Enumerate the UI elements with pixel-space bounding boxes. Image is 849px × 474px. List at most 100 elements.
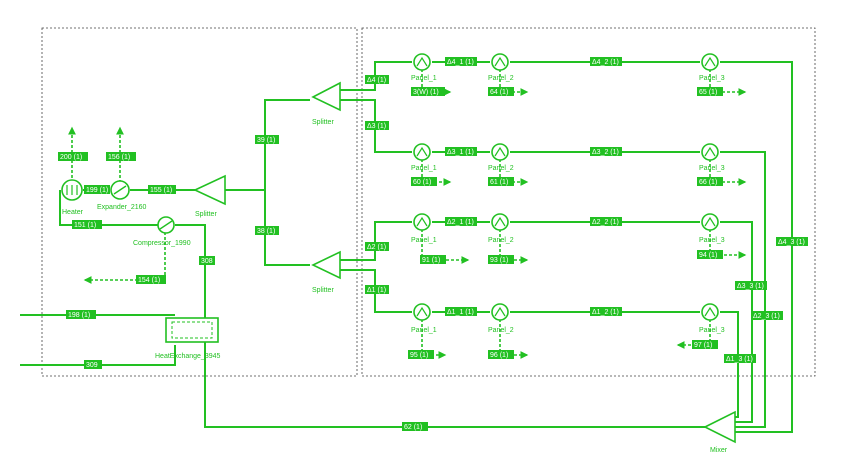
heat-label-3b[interactable]: 61 (1) <box>488 177 514 186</box>
stream-label-d1[interactable]: Δ1 (1) <box>365 285 389 294</box>
svg-text:91 (1): 91 (1) <box>422 257 440 264</box>
svg-text:96 (1): 96 (1) <box>490 352 508 359</box>
svg-text:156 (1): 156 (1) <box>108 154 130 161</box>
stream-label-309[interactable]: 309 <box>84 360 102 369</box>
svg-text:Δ3 (1): Δ3 (1) <box>367 123 386 130</box>
panel-3-3-label: Panel_3 <box>699 165 725 172</box>
stream-label-d2-2[interactable]: Δ2_2 (1) <box>590 217 622 226</box>
heat-label-3a[interactable]: 60 (1) <box>411 177 437 186</box>
compressor-icon[interactable] <box>157 216 175 234</box>
stream-label-d2-3[interactable]: Δ2_3 (1) <box>751 311 783 320</box>
panel-1-1-icon[interactable] <box>413 303 431 321</box>
svg-text:64 (1): 64 (1) <box>490 89 508 96</box>
stream-label-d3-1[interactable]: Δ3_1 (1) <box>445 147 477 156</box>
svg-text:Δ2_3 (1): Δ2_3 (1) <box>753 313 780 320</box>
panel-4-2-icon[interactable] <box>491 53 509 71</box>
svg-text:Δ3_1 (1): Δ3_1 (1) <box>447 149 474 156</box>
heat-label-1b[interactable]: 96 (1) <box>488 350 514 359</box>
heat-label-1a[interactable]: 95 (1) <box>408 350 434 359</box>
heat-label-2c[interactable]: 94 (1) <box>697 250 723 259</box>
stream-label-154[interactable]: 154 (1) <box>136 275 166 284</box>
svg-text:97 (1): 97 (1) <box>694 342 712 349</box>
splitter-upper-label: Splitter <box>312 119 334 126</box>
svg-text:Δ2_2 (1): Δ2_2 (1) <box>592 219 619 226</box>
svg-text:Δ1_1 (1): Δ1_1 (1) <box>447 309 474 316</box>
panel-1-1-label: Panel_1 <box>411 327 437 334</box>
stream-label-156[interactable]: 156 (1) <box>106 152 136 161</box>
right-pipes <box>340 61 793 433</box>
stream-label-200[interactable]: 200 (1) <box>58 152 88 161</box>
svg-text:154 (1): 154 (1) <box>138 277 160 284</box>
heat-label-4b[interactable]: 64 (1) <box>488 87 514 96</box>
stream-label-199[interactable]: 199 (1) <box>84 185 110 194</box>
splitter-main-icon[interactable] <box>193 174 226 206</box>
panel-3-3-icon[interactable] <box>701 143 719 161</box>
panel-3-1-icon[interactable] <box>413 143 431 161</box>
stream-label-d3-3[interactable]: Δ3_3 (1) <box>735 281 767 290</box>
panel-2-2-icon[interactable] <box>491 213 509 231</box>
splitter-lower-label: Splitter <box>312 287 334 294</box>
stream-label-d4[interactable]: Δ4 (1) <box>365 75 389 84</box>
panel-4-1-icon[interactable] <box>413 53 431 71</box>
svg-text:Δ4_3 (1): Δ4_3 (1) <box>778 239 805 246</box>
heater-icon[interactable] <box>61 179 83 201</box>
svg-text:Δ4_1 (1): Δ4_1 (1) <box>447 59 474 66</box>
svg-text:3(W) (1): 3(W) (1) <box>413 89 439 96</box>
splitter-lower-icon[interactable] <box>311 250 341 280</box>
mixer-icon[interactable] <box>703 410 736 444</box>
svg-text:66 (1): 66 (1) <box>699 179 717 186</box>
splitter-upper-icon[interactable] <box>311 81 341 112</box>
stream-label-155[interactable]: 155 (1) <box>148 185 176 194</box>
panel-3-2-label: Panel_2 <box>488 165 514 172</box>
stream-label-d4-3[interactable]: Δ4_3 (1) <box>776 237 808 246</box>
panel-3-2-icon[interactable] <box>491 143 509 161</box>
svg-text:Δ1_2 (1): Δ1_2 (1) <box>592 309 619 316</box>
svg-text:Δ2_1 (1): Δ2_1 (1) <box>447 219 474 226</box>
expander-icon[interactable] <box>110 180 130 200</box>
stream-label-d2-1[interactable]: Δ2_1 (1) <box>445 217 477 226</box>
stream-label-d4-1[interactable]: Δ4_1 (1) <box>445 57 477 66</box>
stream-label-198[interactable]: 198 (1) <box>66 310 96 319</box>
panel-2-1-label: Panel_1 <box>411 237 437 244</box>
svg-text:Δ1 (1): Δ1 (1) <box>367 287 386 294</box>
panel-4-3-icon[interactable] <box>701 53 719 71</box>
stream-label-d1-1[interactable]: Δ1_1 (1) <box>445 307 477 316</box>
svg-text:60 (1): 60 (1) <box>413 179 431 186</box>
stream-label-d3[interactable]: Δ3 (1) <box>365 121 389 130</box>
stream-label-39[interactable]: 39 (1) <box>255 135 279 144</box>
stream-label-d2[interactable]: Δ2 (1) <box>365 242 389 251</box>
heat-label-2a[interactable]: 91 (1) <box>420 255 446 264</box>
splitter-main-label: Splitter <box>195 211 217 218</box>
stream-label-d4-2[interactable]: Δ4_2 (1) <box>590 57 622 66</box>
stream-label-d1-3[interactable]: Δ1_3 (1) <box>724 354 756 363</box>
stream-label-62[interactable]: 62 (1) <box>402 422 428 431</box>
stream-label-d1-2[interactable]: Δ1_2 (1) <box>590 307 622 316</box>
mixer-label: Mixer <box>710 447 728 454</box>
heat-label-3c[interactable]: 66 (1) <box>697 177 723 186</box>
panel-2-3-icon[interactable] <box>701 213 719 231</box>
stream-label-308[interactable]: 308 <box>199 256 215 265</box>
heat-label-4a[interactable]: 3(W) (1) <box>411 87 445 96</box>
svg-text:61 (1): 61 (1) <box>490 179 508 186</box>
svg-text:93 (1): 93 (1) <box>490 257 508 264</box>
panel-1-3-icon[interactable] <box>701 303 719 321</box>
svg-text:Δ3_3 (1): Δ3_3 (1) <box>737 283 764 290</box>
panel-2-1-icon[interactable] <box>413 213 431 231</box>
panel-1-3-label: Panel_3 <box>699 327 725 334</box>
panel-1-2-icon[interactable] <box>491 303 509 321</box>
right-section-box <box>361 27 816 377</box>
heat-label-2b[interactable]: 93 (1) <box>488 255 514 264</box>
svg-text:Δ4 (1): Δ4 (1) <box>367 77 386 84</box>
stream-label-d3-2[interactable]: Δ3_2 (1) <box>590 147 622 156</box>
stream-label-151[interactable]: 151 (1) <box>72 220 102 229</box>
panel-3-1-label: Panel_1 <box>411 165 437 172</box>
heat-label-1c[interactable]: 97 (1) <box>692 340 718 349</box>
heat-exchanger-icon[interactable] <box>165 317 219 343</box>
svg-text:38 (1): 38 (1) <box>257 228 275 235</box>
svg-text:200 (1): 200 (1) <box>60 154 82 161</box>
svg-text:308: 308 <box>201 258 213 265</box>
heat-label-4c[interactable]: 65 (1) <box>697 87 723 96</box>
panel-icons <box>413 53 719 321</box>
stream-label-38[interactable]: 38 (1) <box>255 226 279 235</box>
